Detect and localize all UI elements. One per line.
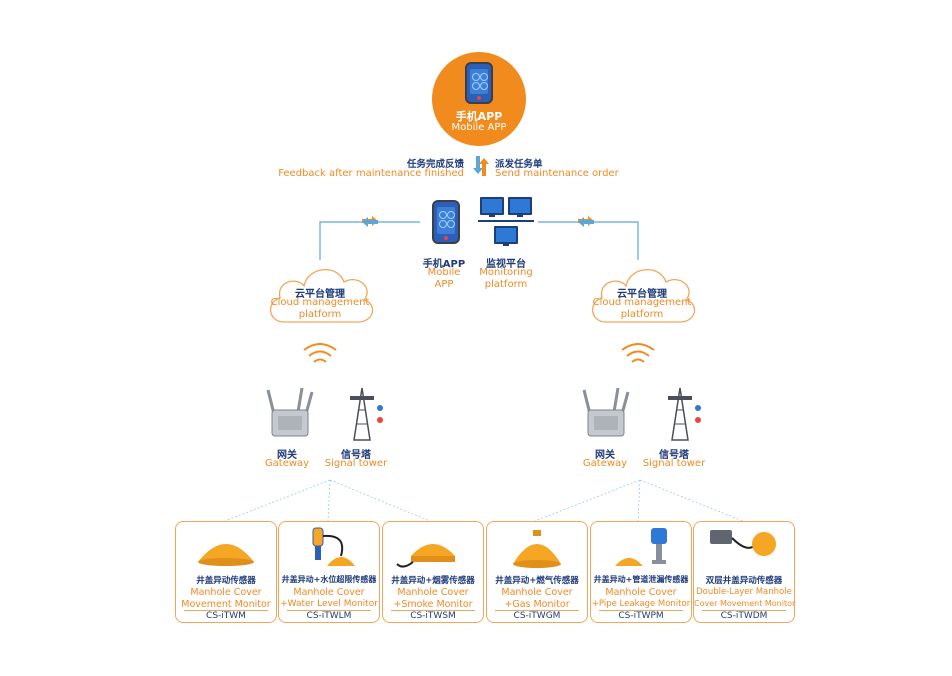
sensor-card-movement: 井盖异动传感器 Manhole Cover Movement Monitor C… bbox=[175, 521, 277, 623]
water-level-sensor-icon bbox=[312, 527, 355, 566]
sensor-name-zh: 双层井盖异动传感器 bbox=[705, 576, 783, 586]
sensor-card-pipe-leakage: 井盖异动+管道泄漏传感器 Manhole Cover +Pipe Leakage… bbox=[590, 521, 692, 623]
sensor-name-en1: Manhole Cover bbox=[190, 587, 262, 598]
sensor-name-en2: Movement Monitor bbox=[181, 599, 271, 610]
right-sensor-fan bbox=[534, 479, 744, 522]
right-cloud-label-zh: 云平台管理 bbox=[617, 289, 667, 300]
sensor-name-en1: Manhole Cover bbox=[397, 587, 469, 598]
center-app-label-en1: Mobile bbox=[427, 267, 461, 278]
left-cloud-label-en1: Cloud management bbox=[270, 297, 370, 308]
phone-icon bbox=[465, 62, 493, 104]
right-tower-label-zh: 信号塔 bbox=[659, 450, 689, 461]
left-cloud-connector bbox=[319, 221, 420, 260]
signal-tower-icon bbox=[350, 387, 383, 441]
monitor-label-en1: Monitoring bbox=[479, 267, 533, 278]
sensor-card-smoke: 井盖异动+烟雾传感器 Manhole Cover +Smoke Monitor … bbox=[382, 521, 484, 623]
cloud-icon bbox=[592, 269, 696, 323]
sensor-model: CS-iTWLM bbox=[306, 611, 352, 621]
sensor-name-zh: 井盖异动+烟雾传感器 bbox=[391, 576, 475, 586]
sensor-model: CS-iTWPM bbox=[618, 611, 664, 621]
feedback-label-en: Feedback after maintenance finished bbox=[278, 168, 464, 179]
sensor-name-zh: 井盖异动+燃气传感器 bbox=[495, 576, 579, 586]
feedback-label-zh: 任务完成反馈 bbox=[406, 159, 464, 170]
right-gateway-label-zh: 网关 bbox=[595, 450, 615, 461]
pipe-leakage-sensor-icon bbox=[615, 528, 667, 566]
monitor-icon bbox=[480, 197, 504, 217]
smoke-sensor-icon bbox=[396, 544, 455, 568]
sensor-card-double-layer: 双层井盖异动传感器 Double-Layer Manhole Cover Mov… bbox=[693, 521, 795, 623]
dome-sensor-icon bbox=[198, 544, 254, 566]
left-sync-arrows bbox=[362, 216, 378, 227]
sensor-card-gas: 井盖异动+燃气传感器 Manhole Cover +Gas Monitor CS… bbox=[486, 521, 588, 623]
right-cloud-label-en1: Cloud management bbox=[592, 297, 692, 308]
order-label-en: Send maintenance order bbox=[495, 168, 619, 179]
center-sync-arrows bbox=[473, 156, 489, 176]
top-app-label-en: Mobile APP bbox=[451, 122, 507, 133]
top-app-label-zh: 手机APP bbox=[455, 110, 503, 123]
gateway-icon bbox=[266, 387, 314, 437]
cloud-icon bbox=[270, 269, 374, 323]
sensor-name-en1: Manhole Cover bbox=[605, 587, 677, 598]
gas-sensor-icon bbox=[513, 530, 561, 568]
sensor-name-en2: +Water Level Monitor bbox=[280, 599, 378, 609]
right-cloud-connector bbox=[538, 221, 639, 260]
left-gateway-label-en: Gateway bbox=[264, 458, 310, 469]
sensor-name-zh: 井盖异动+管道泄漏传感器 bbox=[593, 575, 689, 584]
center-app-label-en2: APP bbox=[434, 279, 454, 290]
left-sensor-fan bbox=[224, 479, 431, 522]
monitor-label-zh: 监视平台 bbox=[486, 259, 526, 270]
mobile-app-circle: 手机APP Mobile APP bbox=[432, 52, 526, 146]
left-cloud-label-en2: platform bbox=[298, 309, 342, 320]
sensor-name-en1: Manhole Cover bbox=[501, 587, 573, 598]
wifi-signal-icon bbox=[621, 343, 655, 363]
left-cloud-label-zh: 云平台管理 bbox=[295, 289, 345, 300]
sensor-name-en2: +Smoke Monitor bbox=[393, 599, 473, 610]
right-sync-arrows bbox=[578, 216, 594, 227]
sensor-name-zh: 井盖异动传感器 bbox=[196, 576, 256, 586]
order-label-zh: 派发任务单 bbox=[495, 159, 543, 170]
sensor-card-water-level: 井盖异动+水位超限传感器 Manhole Cover +Water Level … bbox=[278, 521, 380, 623]
left-tower-label-zh: 信号塔 bbox=[341, 450, 371, 461]
sensor-name-en1: Double-Layer Manhole bbox=[696, 587, 792, 597]
left-tower-label-en: Signal tower bbox=[324, 458, 388, 469]
right-cloud-label-en2: platform bbox=[620, 309, 664, 320]
sensor-name-zh: 井盖异动+水位超限传感器 bbox=[281, 575, 377, 584]
wifi-signal-icon bbox=[303, 343, 337, 363]
gateway-icon bbox=[582, 387, 630, 437]
monitor-icon bbox=[494, 226, 518, 246]
center-phone-icon bbox=[432, 200, 460, 244]
sensor-name-en1: Manhole Cover bbox=[293, 587, 365, 598]
double-layer-sensor-icon bbox=[710, 530, 776, 556]
sensor-model: CS-iTWM bbox=[206, 611, 246, 621]
monitor-icon bbox=[508, 197, 532, 217]
sensor-model: CS-iTWSM bbox=[410, 611, 456, 621]
right-tower-label-en: Signal tower bbox=[642, 458, 706, 469]
sensor-model: CS-iTWDM bbox=[720, 611, 768, 621]
monitor-label-en2: platform bbox=[484, 279, 528, 290]
sensor-name-en2: Cover Movement Monitor bbox=[694, 599, 796, 608]
signal-tower-icon bbox=[668, 387, 701, 441]
sensor-name-en2: +Gas Monitor bbox=[504, 599, 570, 610]
center-app-label-zh: 手机APP bbox=[422, 259, 466, 270]
left-gateway-label-zh: 网关 bbox=[277, 450, 297, 461]
right-gateway-label-en: Gateway bbox=[582, 458, 628, 469]
sensor-name-en2: +Pipe Leakage Monitor bbox=[591, 599, 691, 609]
sensor-model: CS-iTWGM bbox=[513, 611, 561, 621]
